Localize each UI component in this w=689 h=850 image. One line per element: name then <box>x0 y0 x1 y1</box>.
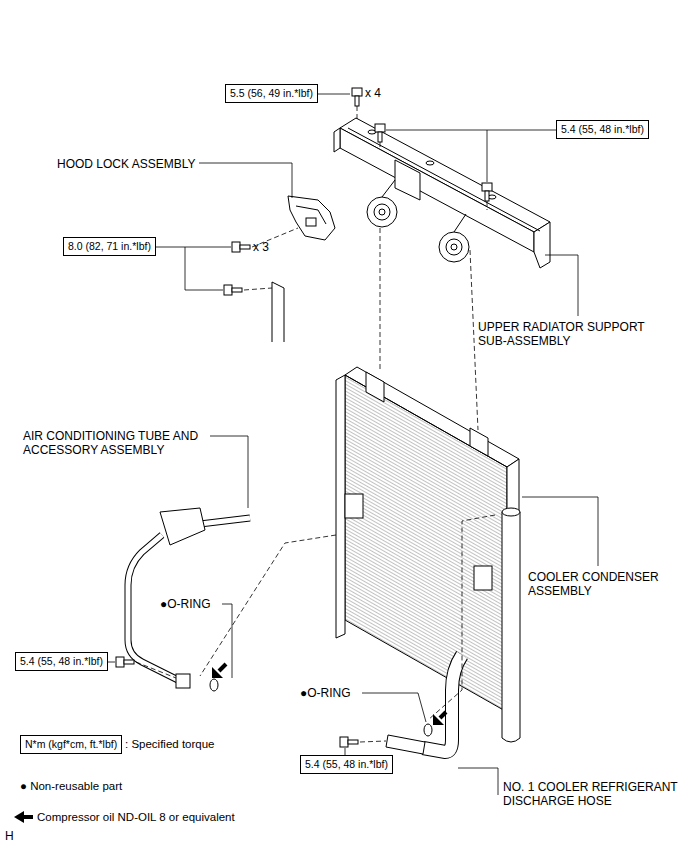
torque-value: 8.0 (82, 71 in.*lbf) <box>68 240 151 253</box>
part-name: ●O-RING <box>160 597 211 611</box>
figure-code: H <box>5 829 14 843</box>
quantity-note: x 3 <box>253 240 269 254</box>
legend-text: ● Non-reusable part <box>20 779 122 793</box>
torque-spec-box: 5.5 (56, 49 in.*lbf) <box>225 84 318 103</box>
ac-tube <box>128 508 250 691</box>
part-name: UPPER RADIATOR SUPPORT SUB-ASSEMBLY <box>478 320 668 348</box>
torque-value: 5.5 (56, 49 in.*lbf) <box>230 87 313 100</box>
part-name: HOOD LOCK ASSEMBLY <box>57 157 196 171</box>
legend-oil-arrow <box>14 811 33 823</box>
torque-value: N*m (kgf*cm, ft.*lbf) <box>25 738 117 751</box>
upper-radiator-support <box>334 118 550 268</box>
bolts <box>116 88 492 747</box>
torque-spec-box: 5.4 (55, 48 in.*lbf) <box>15 652 108 671</box>
torque-spec-box: 5.4 (55, 48 in.*lbf) <box>556 120 649 139</box>
part-name: NO. 1 COOLER REFRIGERANT DISCHARGE HOSE <box>503 780 681 808</box>
torque-value: 5.4 (55, 48 in.*lbf) <box>561 123 644 136</box>
torque-spec-box: 8.0 (82, 71 in.*lbf) <box>63 237 156 256</box>
part-name: ●O-RING <box>300 686 351 700</box>
legend-text: : Specified torque <box>125 737 215 751</box>
unit-legend-box: N*m (kgf*cm, ft.*lbf) <box>20 735 122 754</box>
part-name: AIR CONDITIONING TUBE AND ACCESSORY ASSE… <box>23 429 205 457</box>
legend-text: Compressor oil ND-OIL 8 or equivalent <box>37 810 235 824</box>
torque-spec-box: 5.4 (55, 48 in.*lbf) <box>300 755 393 774</box>
condenser <box>336 367 520 742</box>
quantity-note: x 4 <box>365 86 381 100</box>
discharge-hose <box>386 655 462 754</box>
hood-lock <box>272 196 335 342</box>
assembly-lines <box>136 106 495 742</box>
torque-value: 5.4 (55, 48 in.*lbf) <box>305 758 388 771</box>
leader-lines <box>108 94 598 795</box>
part-name: COOLER CONDENSER ASSEMBLY <box>528 570 663 598</box>
torque-value: 5.4 (55, 48 in.*lbf) <box>20 655 103 668</box>
